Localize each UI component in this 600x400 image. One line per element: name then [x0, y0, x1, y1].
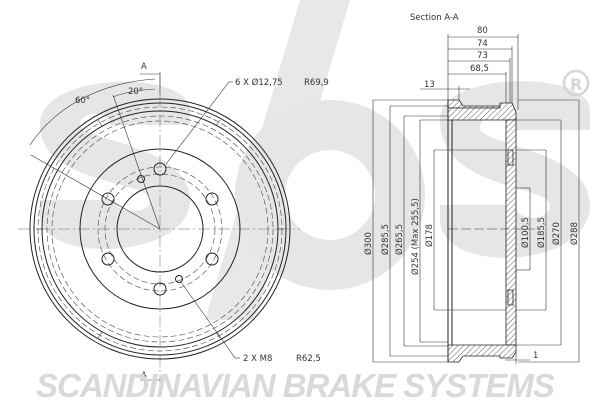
threaded-holes-radius: R62,5: [296, 354, 321, 364]
front-view: [18, 72, 300, 390]
svg-text:R: R: [570, 75, 582, 94]
brand-watermark-text: SCANDINAVIAN BRAKE SYSTEMS: [36, 367, 555, 400]
angle-60: 60°: [75, 96, 90, 106]
bolt-holes: [101, 162, 219, 296]
registered-mark-icon: R: [562, 69, 590, 97]
width-73: 73: [477, 51, 488, 61]
dia-300: Ø300: [363, 232, 374, 255]
section-marker-top: A: [141, 62, 147, 72]
dia-178: Ø178: [424, 224, 435, 247]
section-marker-bottom: A: [141, 371, 147, 381]
dia-288: Ø288: [569, 222, 580, 245]
width-74: 74: [477, 39, 488, 49]
offset-1: 1: [533, 351, 538, 361]
flange-width-13: 13: [424, 80, 435, 90]
width-80: 80: [477, 26, 488, 36]
dia-270: Ø270: [551, 222, 562, 245]
threaded-hole: [175, 275, 183, 283]
section-view: [372, 34, 580, 364]
width-68-5: 68,5: [470, 64, 489, 74]
dia-100-5: Ø100,5: [520, 217, 531, 248]
threaded-holes-callout: 2 X M8: [243, 354, 272, 364]
bolt-holes-callout: 6 X Ø12,75: [235, 77, 283, 88]
bolt-holes-radius: R69,9: [304, 78, 329, 88]
angle-20: 20°: [128, 87, 143, 97]
dia-254-max: Ø254 (Max 255,5): [410, 198, 421, 275]
dia-185-5: Ø185,5: [536, 217, 547, 248]
dia-265-5: Ø265,5: [394, 224, 405, 255]
section-title: Section A-A: [410, 13, 459, 23]
dia-285-5: Ø285,5: [380, 224, 391, 255]
